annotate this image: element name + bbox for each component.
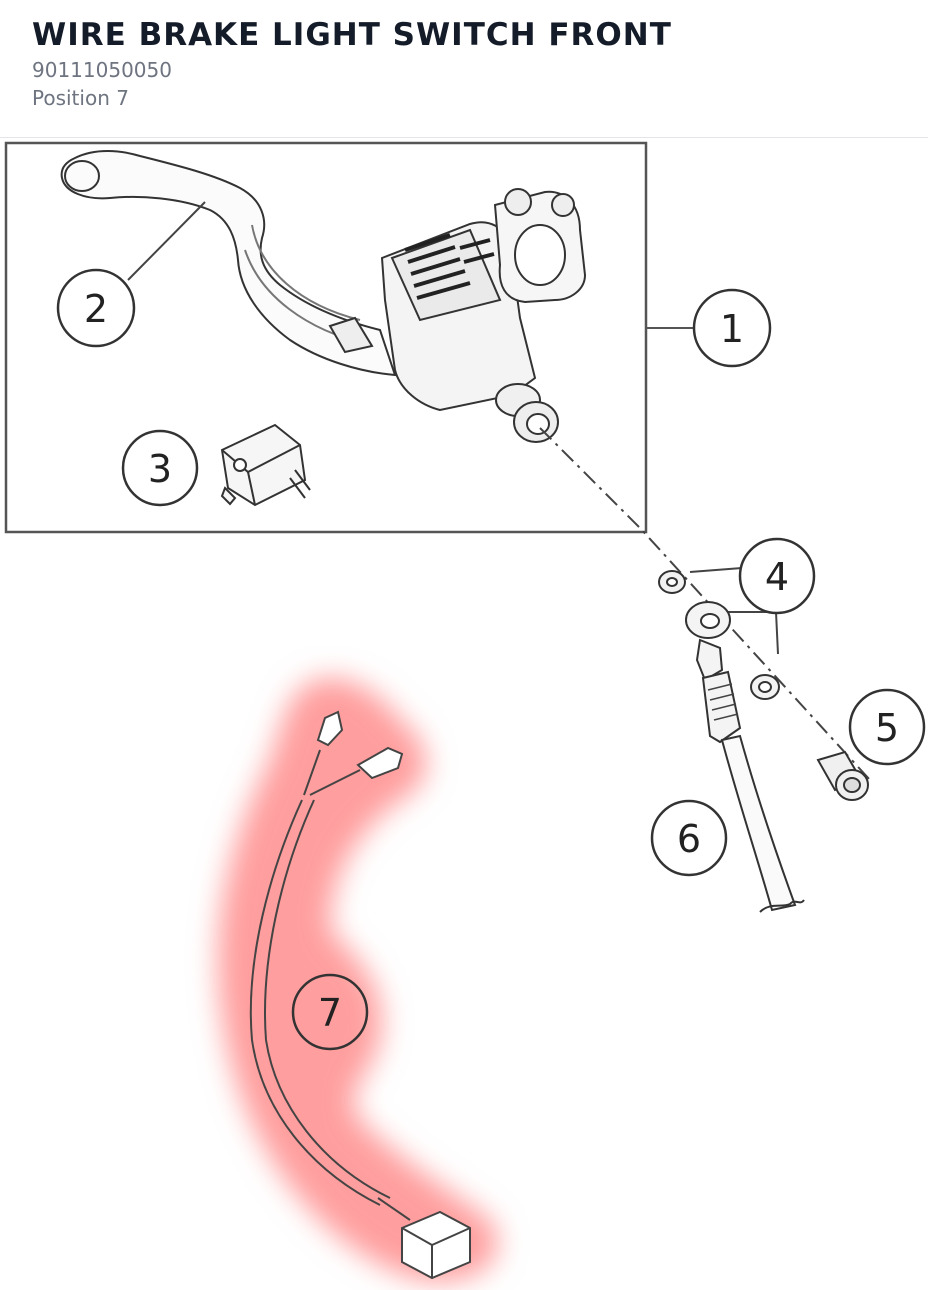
part-7-highlight — [218, 677, 498, 1282]
callout-3-label: 3 — [148, 447, 172, 491]
callout-1-label: 1 — [720, 307, 744, 351]
part-position: Position 7 — [32, 86, 129, 110]
part-header: WIRE BRAKE LIGHT SWITCH FRONT 9011105005… — [32, 14, 912, 112]
wire-harness-drawing — [249, 710, 471, 1280]
callout-2[interactable]: 2 — [56, 268, 136, 348]
assembly-frame — [4, 141, 648, 534]
callout-5-label: 5 — [875, 706, 899, 750]
part-number: 90111050050 — [32, 58, 172, 82]
exploded-parts-diagram: 1 2 3 4 5 6 7 — [4, 141, 926, 1282]
banjo-bolt-drawing — [816, 750, 869, 801]
callout-4[interactable]: 4 — [738, 537, 816, 615]
header-divider — [0, 137, 928, 138]
callout-5[interactable]: 5 — [848, 688, 926, 766]
master-cylinder-drawing — [380, 188, 587, 443]
callout-3[interactable]: 3 — [121, 429, 199, 507]
callout-1[interactable]: 1 — [692, 288, 772, 368]
washers-drawing — [658, 570, 780, 700]
callout-7[interactable]: 7 — [291, 973, 369, 1051]
highlight-shape — [218, 677, 498, 1282]
callout-4-label: 4 — [765, 555, 789, 599]
callout-6[interactable]: 6 — [650, 799, 728, 877]
callout-2-label: 2 — [84, 287, 108, 331]
callout-6-label: 6 — [677, 817, 701, 861]
callout-7-label: 7 — [318, 991, 342, 1035]
brake-lever-drawing — [60, 150, 397, 377]
callout-2-leader — [127, 201, 206, 281]
part-title: WIRE BRAKE LIGHT SWITCH FRONT — [32, 17, 672, 53]
brake-light-switch-drawing — [220, 423, 311, 507]
brake-hose-drawing — [685, 601, 805, 913]
